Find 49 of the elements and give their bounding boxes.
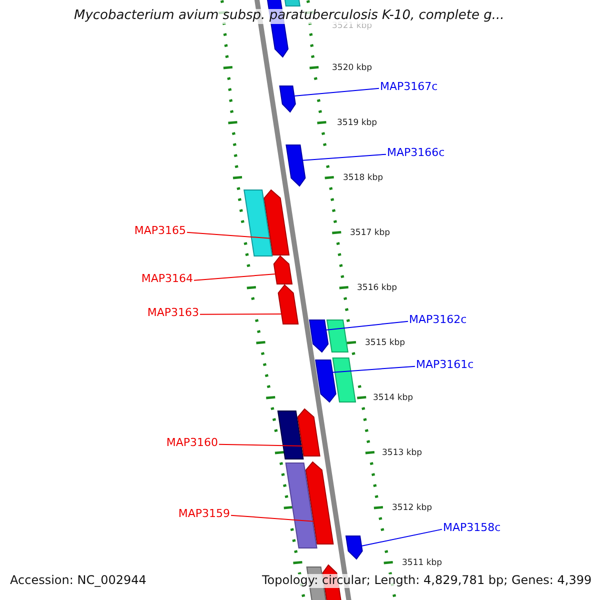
gene-label: MAP3160 bbox=[166, 437, 218, 450]
gene-feature bbox=[345, 536, 363, 560]
gene-label: MAP3164 bbox=[141, 273, 193, 286]
gene-feature bbox=[279, 86, 296, 113]
info-text: Accession: NC_002944 bbox=[10, 574, 146, 588]
leader-line bbox=[200, 314, 282, 315]
scale-label: 3515 kbp bbox=[365, 339, 406, 349]
gene-label: MAP3161c bbox=[416, 359, 474, 372]
leader-line bbox=[361, 528, 442, 546]
gene-feature bbox=[244, 190, 273, 256]
scale-label: 3517 kbp bbox=[350, 229, 390, 239]
scale-label: 3514 kbp bbox=[373, 394, 414, 404]
leader-line bbox=[332, 366, 416, 373]
gene-feature bbox=[315, 360, 336, 403]
gene-feature bbox=[305, 461, 334, 544]
gene-feature bbox=[332, 358, 356, 402]
gene-feature bbox=[273, 255, 293, 284]
title: Mycobacterium avium subsp. paratuberculosis K-10, complete g... bbox=[74, 9, 504, 24]
leader-line bbox=[186, 232, 271, 239]
gene-feature bbox=[278, 284, 299, 324]
scale-label: 3520 kbp bbox=[332, 64, 372, 74]
gene-label: MAP3166c bbox=[387, 147, 445, 160]
gene-label: MAP3167c bbox=[380, 81, 438, 94]
scale-label: 3511 kbp bbox=[402, 559, 442, 569]
gene-label: MAP3162c bbox=[409, 314, 467, 327]
gene-feature bbox=[308, 320, 329, 353]
gene-label: MAP3163 bbox=[147, 307, 199, 320]
scale-label: 3516 kbp bbox=[357, 284, 398, 294]
leader-line bbox=[302, 154, 386, 161]
leader-line bbox=[294, 88, 380, 96]
gene-label: MAP3159 bbox=[178, 508, 230, 521]
leader-line bbox=[326, 320, 408, 330]
gene-label: MAP3165 bbox=[134, 225, 186, 238]
gene-feature bbox=[285, 462, 318, 548]
gene-label: MAP3158c bbox=[443, 522, 501, 535]
leader-line bbox=[218, 444, 303, 446]
scale-label: 3518 kbp bbox=[343, 174, 384, 184]
scale-label: 3513 kbp bbox=[382, 449, 422, 459]
info-text: Topology: circular; Length: 4,829,781 bp; Genes: 4,399 bbox=[262, 574, 592, 588]
leader-line bbox=[194, 274, 276, 281]
scale-label: 3512 kbp bbox=[392, 504, 432, 514]
scale-label: 3519 kbp bbox=[337, 119, 378, 129]
leader-line bbox=[230, 514, 314, 522]
gene-feature bbox=[286, 144, 306, 187]
scale-label: 3521 kbp bbox=[332, 22, 372, 32]
gene-feature bbox=[326, 320, 348, 352]
gene-feature bbox=[277, 410, 304, 460]
gene-feature bbox=[282, 0, 300, 6]
gene-feature bbox=[297, 408, 320, 456]
